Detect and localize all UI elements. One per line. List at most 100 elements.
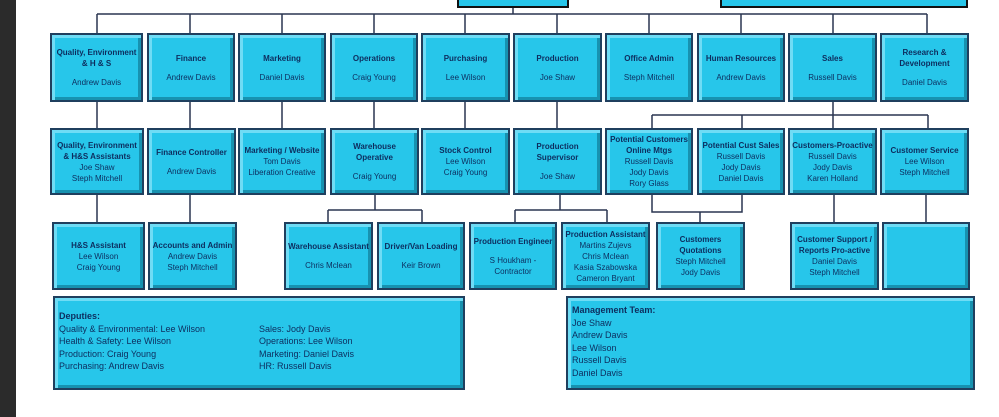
position-title: Marketing [263, 53, 301, 63]
person-name: Lee Wilson [445, 72, 486, 82]
position-title: Accounts and Admin [152, 240, 233, 250]
person-name: Martins Zujevs [579, 240, 632, 250]
person-name: Andrew Davis [166, 72, 216, 82]
deputies-box: Deputies: Quality & Environmental: Lee W… [53, 296, 465, 390]
person-name: Lee Wilson [445, 157, 486, 166]
person-name: Russell Davis [808, 151, 857, 161]
person-name: Jody Davis [680, 268, 721, 277]
person-name: Rory Glass [629, 179, 669, 188]
person-name: Steph Mitchell [675, 257, 726, 266]
person-name: Tom Davis [263, 157, 301, 166]
deputies-title: Deputies: [59, 311, 101, 321]
deputy-item: Health & Safety: Lee Wilson [59, 336, 172, 346]
person-name: Steph Mitchell [71, 173, 123, 183]
position-title: Operations [352, 53, 396, 63]
position-title: Stock Control [439, 146, 492, 155]
person-name: Chris Mclean [582, 251, 629, 261]
person-name: Liberation Creative [248, 168, 316, 177]
position-title: Marketing / Website [244, 146, 320, 155]
deputies-right-list: Sales: Jody Davis Operations: Lee Wilson… [259, 323, 459, 373]
deputy-item: Purchasing: Andrew Davis [59, 361, 165, 371]
position-title: Customers-Proactive [792, 140, 873, 150]
deputy-item: Marketing: Daniel Davis [259, 348, 355, 359]
position-title: Driver/Van Loading [384, 242, 458, 251]
person-name: S Houkham - Contractor [489, 255, 537, 276]
person-name: Craig Young [443, 168, 488, 177]
position-title: Quality, Environment & H&S Assistants [57, 140, 137, 161]
third-row-position-box: Production Engineer S Houkham - Contracto… [469, 222, 557, 290]
deputies-left-list: Quality & Environmental: Lee Wilson Heal… [59, 323, 259, 373]
position-title: Office Admin [624, 53, 674, 63]
person-name: Steph Mitchell [167, 262, 218, 272]
position-title: Potential Customers Online Mtgs [610, 135, 688, 155]
deputy-item: Production: Craig Young [59, 348, 157, 359]
position-title: Human Resources [705, 53, 777, 63]
position-title: Sales [822, 53, 843, 63]
person-name: Karen Holland [807, 173, 858, 183]
position-title: Purchasing [443, 53, 488, 63]
position-title: Finance [175, 53, 207, 63]
position-title: Production Engineer [473, 236, 553, 246]
person-name: Andrew Davis [166, 166, 217, 176]
position-title: Warehouse Operative [353, 142, 396, 162]
person-name: Russell Davis [716, 151, 766, 161]
management-member: Andrew Davis [572, 330, 628, 340]
person-name: Lee Wilson [78, 251, 119, 261]
person-name: Daniel Davis [812, 257, 857, 266]
position-title: Finance Controller [156, 147, 227, 157]
position-title: H&S Assistant [71, 240, 126, 250]
person-name: Russell Davis [808, 72, 857, 82]
position-title: Research & Development [899, 48, 950, 68]
person-name: Jody Davis [812, 162, 853, 172]
person-name: Joe Shaw [539, 72, 576, 82]
person-name: Chris Mclean [305, 261, 352, 270]
person-name: Steph Mitchell [899, 168, 950, 177]
person-name: Kasia Szabowska [573, 262, 638, 272]
position-title: Quality, Environment & H & S [56, 48, 137, 68]
management-member: Joe Shaw [572, 317, 612, 328]
person-name: Craig Young [352, 172, 397, 181]
person-name: Joe Shaw [79, 162, 115, 172]
position-title: Warehouse Assistant [288, 242, 369, 251]
management-title: Management Team: [572, 305, 656, 315]
management-member: Lee Wilson [572, 342, 617, 353]
person-name: Russell Davis [624, 157, 674, 166]
person-name: Daniel Davis [902, 78, 947, 87]
position-title: Customers Quotations [679, 235, 722, 255]
person-name: Daniel Davis [718, 173, 764, 183]
person-name: Andrew Davis [716, 72, 766, 82]
position-title: Production Assistant [565, 229, 646, 239]
deputy-item: HR: Russell Davis [259, 361, 332, 371]
position-title: Potential Cust Sales [702, 140, 780, 150]
position-title: Production [536, 53, 579, 63]
person-name: Steph Mitchell [809, 268, 860, 277]
position-title: Production Supervisor [536, 142, 579, 162]
management-team-box: Management Team: Joe Shaw Andrew Davis L… [566, 296, 975, 390]
person-name: Keir Brown [401, 261, 441, 270]
top-right-box [720, 0, 968, 8]
deputy-item: Sales: Jody Davis [259, 323, 331, 334]
